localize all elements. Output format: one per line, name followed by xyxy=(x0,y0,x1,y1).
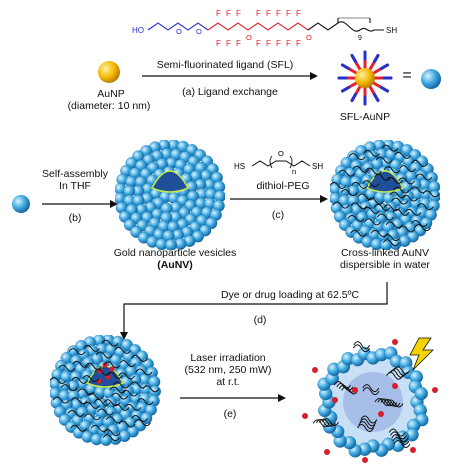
dithiol-peg-label: dithiol-PEG xyxy=(256,180,310,192)
arrow-a xyxy=(142,72,318,80)
disrupted-aunv xyxy=(302,339,438,463)
fluorine-atom: F xyxy=(236,9,241,18)
fluorine-atom: F xyxy=(256,39,261,48)
sfl-reagent-label: Semi-fluorinated ligand (SFL) xyxy=(156,59,294,71)
sfl-aunp-label: SFL-AuNP xyxy=(339,111,391,123)
laser-bolt-icon xyxy=(409,337,434,371)
o-atom: O xyxy=(246,33,252,42)
laser-label-line2: (532 nm, 250 mW) xyxy=(184,364,272,376)
o-atom: O xyxy=(278,149,284,158)
arrow-e xyxy=(180,394,286,402)
sfl-aunp-sphere xyxy=(421,69,441,89)
gold-nanoparticle xyxy=(98,61,120,83)
fluorine-atom: F xyxy=(286,39,291,48)
fluorine-atom: F xyxy=(296,39,301,48)
fluorine-atom: F xyxy=(286,9,291,18)
loading-label: Dye or drug loading at 62.5ºC xyxy=(220,289,360,301)
cross-linked-caption-line2: dispersible in water xyxy=(340,259,430,271)
step-c-label: (c) xyxy=(271,209,285,221)
o-atom: O xyxy=(306,33,312,42)
laser-label-line3: at r.t. xyxy=(216,376,240,388)
step-a-label: (a) Ligand exchange xyxy=(182,86,278,98)
aunp-label: AuNP xyxy=(97,88,125,100)
step-e-label: (e) xyxy=(223,408,237,420)
o-atom: O xyxy=(176,27,182,36)
fluorine-atom: F xyxy=(216,9,221,18)
arrow-d xyxy=(120,282,388,340)
aunv-caption-line2: (AuNV) xyxy=(157,259,193,271)
fluorine-atom: F xyxy=(216,39,221,48)
loaded-aunv xyxy=(50,335,161,446)
fluorine-atom: F xyxy=(226,39,231,48)
laser-label-line1: Laser irradiation xyxy=(190,352,266,364)
o-atom: O xyxy=(196,27,202,36)
dithiol-peg-structure: HS SH O n xyxy=(234,149,323,176)
cross-linked-caption-line1: Cross-linked AuNV xyxy=(340,247,430,259)
fluorine-atom: F xyxy=(256,9,261,18)
n-subscript: n xyxy=(292,167,296,176)
hs-label: HS xyxy=(234,162,245,171)
arrow-b xyxy=(42,200,118,208)
self-assembly-label: Self-assembly xyxy=(42,168,108,180)
fluorine-atom: F xyxy=(226,9,231,18)
sfl-aunp-starburst xyxy=(337,50,393,106)
arrow-c xyxy=(230,195,328,203)
cross-linked-aunv xyxy=(330,140,440,250)
ho-label: HO xyxy=(132,26,144,35)
step-d-label: (d) xyxy=(253,314,267,326)
fluorine-atom: F xyxy=(266,9,271,18)
fluorine-atom: F xyxy=(296,9,301,18)
aunv-vesicle xyxy=(115,140,225,250)
fluorine-atom: F xyxy=(276,39,281,48)
subscript-9: 9 xyxy=(358,35,362,42)
step-b-label: (b) xyxy=(68,212,82,224)
single-nanoparticle xyxy=(12,195,30,213)
diameter-label: (diameter: 10 nm) xyxy=(67,100,151,112)
thf-label: In THF xyxy=(59,180,91,192)
sh-label: SH xyxy=(312,162,323,171)
fluorine-atom: F xyxy=(236,39,241,48)
sh-label: SH xyxy=(386,26,397,35)
aunv-caption-line1: Gold nanoparticle vesicles xyxy=(113,247,237,259)
fluorine-atom: F xyxy=(266,39,271,48)
fluorine-atom: F xyxy=(276,9,281,18)
equals-sign: = xyxy=(402,67,412,84)
